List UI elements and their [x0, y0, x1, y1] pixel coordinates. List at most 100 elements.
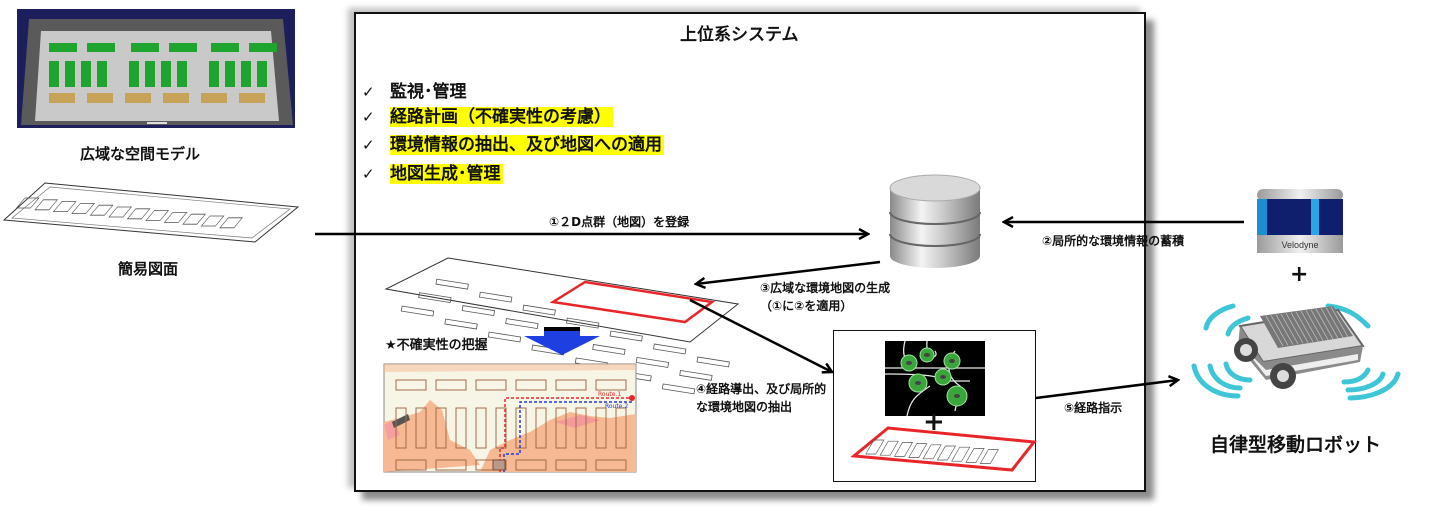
rack-block [211, 43, 239, 52]
check-icon: ✓ [362, 136, 375, 154]
local-map-rack [879, 440, 899, 456]
local-map-graphic [850, 426, 1037, 472]
robot-panel-stripe [1290, 312, 1309, 343]
route1-label: Route.1 [598, 391, 621, 398]
space-model-image [17, 9, 295, 128]
umap-rack [475, 379, 507, 391]
database-icon [885, 172, 985, 272]
robot-panel-stripe [1310, 309, 1329, 340]
check-icon: ✓ [362, 83, 375, 101]
arrow-step3 [696, 260, 881, 284]
robot-panel-stripe [1300, 310, 1319, 342]
sketch-rack [126, 208, 151, 220]
umap-rack [455, 407, 467, 449]
rack-block [225, 61, 235, 87]
rack-block [169, 43, 197, 52]
umap-rack [555, 407, 567, 449]
umap-rack [595, 379, 627, 391]
map-rack [435, 278, 469, 290]
tree-planning-image [884, 340, 985, 417]
sketch-rack [219, 217, 244, 229]
sketch-rack [182, 213, 207, 225]
map-rack [566, 317, 600, 329]
step5-label: ⑤経路指示 [1064, 401, 1123, 415]
sketch-rack [200, 215, 225, 227]
robot-panel-stripe [1270, 315, 1289, 346]
local-map-rack [951, 446, 971, 462]
simple-drawing-caption: 簡易図面 [118, 260, 179, 278]
plus-icon: + [923, 407, 945, 437]
rack-block [131, 43, 159, 52]
local-map-rack [965, 448, 985, 463]
check-item-monitoring: ✓監視･管理 [362, 80, 467, 104]
velodyne-lidar-graphic: Velodyne [1257, 189, 1343, 253]
umap-rack [435, 459, 467, 471]
arrow-step5 [1035, 380, 1178, 400]
robot-panel-stripe [1285, 313, 1304, 344]
sketch-rack [15, 197, 40, 209]
umap-rack [595, 407, 607, 449]
robot-panel-stripe [1325, 307, 1344, 338]
umap-rack [415, 407, 427, 449]
map-rack [487, 331, 522, 343]
path-tree-graphic [884, 340, 985, 417]
map-rack [696, 356, 730, 368]
map-rack [444, 318, 478, 330]
umap-rack [515, 407, 527, 449]
rack-block [177, 61, 187, 87]
map-rack [505, 318, 539, 329]
sketch-rack [89, 204, 114, 216]
umap-rack [615, 407, 627, 449]
rack-block [241, 61, 251, 87]
database-cylinder-graphic [889, 174, 981, 268]
check-item-label: 地図生成･管理 [390, 164, 503, 184]
robot-panel-stripe [1305, 310, 1324, 341]
check-icon: ✓ [362, 108, 375, 126]
local-map-image [850, 426, 1037, 472]
robot-panel-stripe [1330, 306, 1349, 338]
blue-down-arrow [524, 327, 600, 355]
map-rack [679, 369, 713, 381]
floorplan-sketch [2, 182, 300, 243]
box-stack [87, 93, 113, 103]
map-rack [479, 291, 513, 303]
sketch-rack [52, 201, 77, 213]
umap-rack [555, 459, 587, 471]
check-item-env-extraction: ✓環境情報の抽出、及び地図への適用 [362, 133, 664, 157]
rack-block [145, 61, 155, 87]
local-map-rack [865, 439, 885, 455]
rack-block [49, 61, 59, 87]
rack-block [257, 61, 267, 87]
map-rack [592, 344, 626, 355]
check-item-label: 経路計画（不確実性の考慮） [390, 107, 613, 127]
step3-label-line1: ③広域な環境地図の生成 [760, 281, 891, 295]
robot-panel-stripe [1320, 308, 1339, 339]
arrow-step4 [689, 298, 832, 372]
umap-rack [435, 407, 447, 449]
uncertainty-map: Route.1 Route.2 [380, 360, 640, 475]
lidar-brand-label: Velodyne [1281, 240, 1318, 250]
umap-rack [595, 459, 627, 471]
rack-block [81, 61, 91, 87]
map-rack [653, 343, 687, 355]
local-map-rack [908, 443, 928, 458]
map-rack [609, 330, 643, 342]
uncertainty-map-graphic: Route.1 Route.2 [383, 363, 637, 473]
rack-block [49, 43, 77, 52]
umap-rack [435, 379, 467, 391]
robot-caption: 自律型移動ロボット [1210, 434, 1382, 456]
rack-block [65, 61, 75, 87]
umap-rack [475, 459, 507, 471]
box-stack [49, 93, 75, 103]
robot-panel-stripe [1275, 314, 1294, 345]
sketch-rack [34, 199, 59, 211]
map-rack [461, 305, 496, 317]
check-icon: ✓ [362, 165, 375, 183]
rack-block [209, 61, 219, 87]
umap-rack [535, 407, 547, 449]
umap-rack [575, 407, 587, 449]
local-map-rack [893, 442, 914, 457]
warehouse-3d-graphic [17, 9, 295, 128]
route2-label: Route.2 [605, 403, 628, 410]
